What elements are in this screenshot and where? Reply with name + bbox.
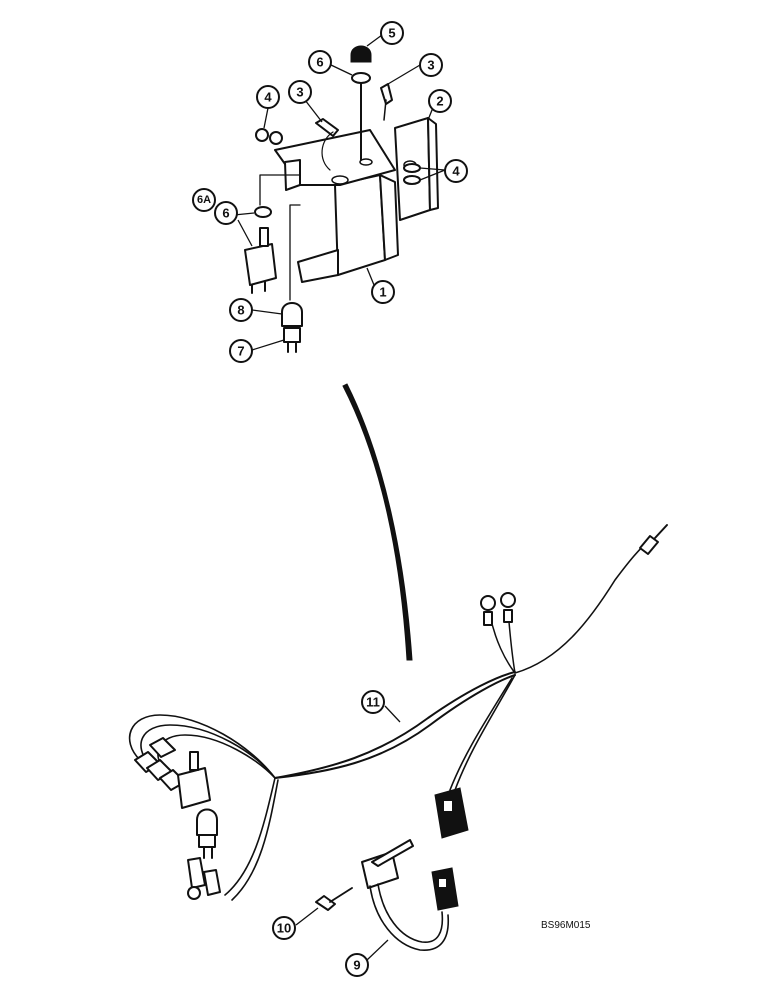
screw-leader-wire	[321, 131, 334, 171]
limit-switch-wire	[369, 885, 449, 951]
harness-trunk	[274, 671, 516, 779]
callout-7: 7	[229, 339, 253, 363]
switch-plunger	[259, 227, 269, 247]
bracket-side-face	[379, 174, 399, 261]
harness-connector	[434, 787, 469, 839]
drawing-code: BS96M015	[541, 920, 591, 931]
svg-text:7: 7	[237, 344, 244, 359]
svg-text:2: 2	[436, 94, 443, 109]
callout-6a: 6A	[192, 188, 216, 212]
bracket-front-face	[334, 174, 386, 276]
bracket-hole	[331, 175, 349, 185]
leader-lines	[233, 34, 446, 961]
harness-branch	[449, 677, 513, 791]
washer	[269, 131, 283, 145]
limit-switch-lever	[371, 839, 414, 867]
svg-text:11: 11	[366, 695, 380, 710]
callout-6-top: 6	[308, 50, 332, 74]
callout-3-left: 3	[288, 80, 312, 104]
knob	[350, 45, 372, 63]
svg-text:4: 4	[264, 90, 272, 105]
ring-terminals	[480, 592, 516, 626]
svg-text:3: 3	[296, 85, 303, 100]
svg-text:6A: 6A	[197, 194, 211, 206]
harness-branch	[454, 674, 516, 791]
washer	[403, 163, 421, 173]
harness-push-button	[196, 808, 218, 859]
bracket-foot	[297, 249, 339, 283]
harness-switch	[177, 751, 211, 809]
separator-swoosh	[342, 383, 413, 661]
screw	[315, 118, 339, 137]
callout-6-left: 6	[214, 201, 238, 225]
spade-terminals	[134, 737, 186, 791]
mounting-screw	[315, 895, 336, 911]
svg-text:4: 4	[452, 164, 460, 179]
bracket-assembly	[244, 45, 439, 353]
switch-body	[244, 243, 277, 286]
svg-text:6: 6	[222, 206, 229, 221]
svg-text:1: 1	[379, 285, 386, 300]
svg-text:10: 10	[277, 921, 291, 936]
limit-switch-assembly	[315, 839, 459, 951]
knob-nut	[351, 72, 371, 84]
callout-3-right: 3	[419, 53, 443, 77]
svg-text:8: 8	[237, 303, 244, 318]
side-bracket-edge	[427, 117, 439, 211]
harness-branch	[224, 777, 276, 896]
nut	[254, 206, 272, 218]
svg-text:6: 6	[316, 55, 323, 70]
pin-terminal	[639, 524, 668, 555]
callout-10: 10	[272, 916, 296, 940]
callout-5: 5	[380, 21, 404, 45]
push-button	[281, 302, 303, 327]
limit-switch-wire	[377, 883, 444, 943]
harness-branch	[514, 539, 651, 674]
callout-4-right: 4	[444, 159, 468, 183]
harness-loop	[128, 714, 276, 779]
screw	[380, 83, 393, 105]
svg-text:9: 9	[353, 958, 360, 973]
screw-shank	[383, 99, 387, 121]
bracket-wire	[289, 204, 301, 301]
harness-branch	[231, 779, 279, 901]
nut	[403, 175, 421, 185]
bracket-wire	[259, 174, 301, 206]
callout-2: 2	[428, 89, 452, 113]
harness-trunk	[274, 674, 516, 779]
nut	[255, 128, 269, 142]
bracket-hole	[359, 158, 373, 166]
harness-loop	[140, 724, 276, 779]
callout-8: 8	[229, 298, 253, 322]
callout-1: 1	[371, 280, 395, 304]
button-base	[283, 327, 301, 343]
svg-text:5: 5	[388, 26, 395, 41]
callout-4-left: 4	[256, 85, 280, 109]
lower-ring-terminals	[187, 857, 221, 900]
svg-text:3: 3	[427, 58, 434, 73]
callout-11: 11	[361, 690, 385, 714]
callout-9: 9	[345, 953, 369, 977]
